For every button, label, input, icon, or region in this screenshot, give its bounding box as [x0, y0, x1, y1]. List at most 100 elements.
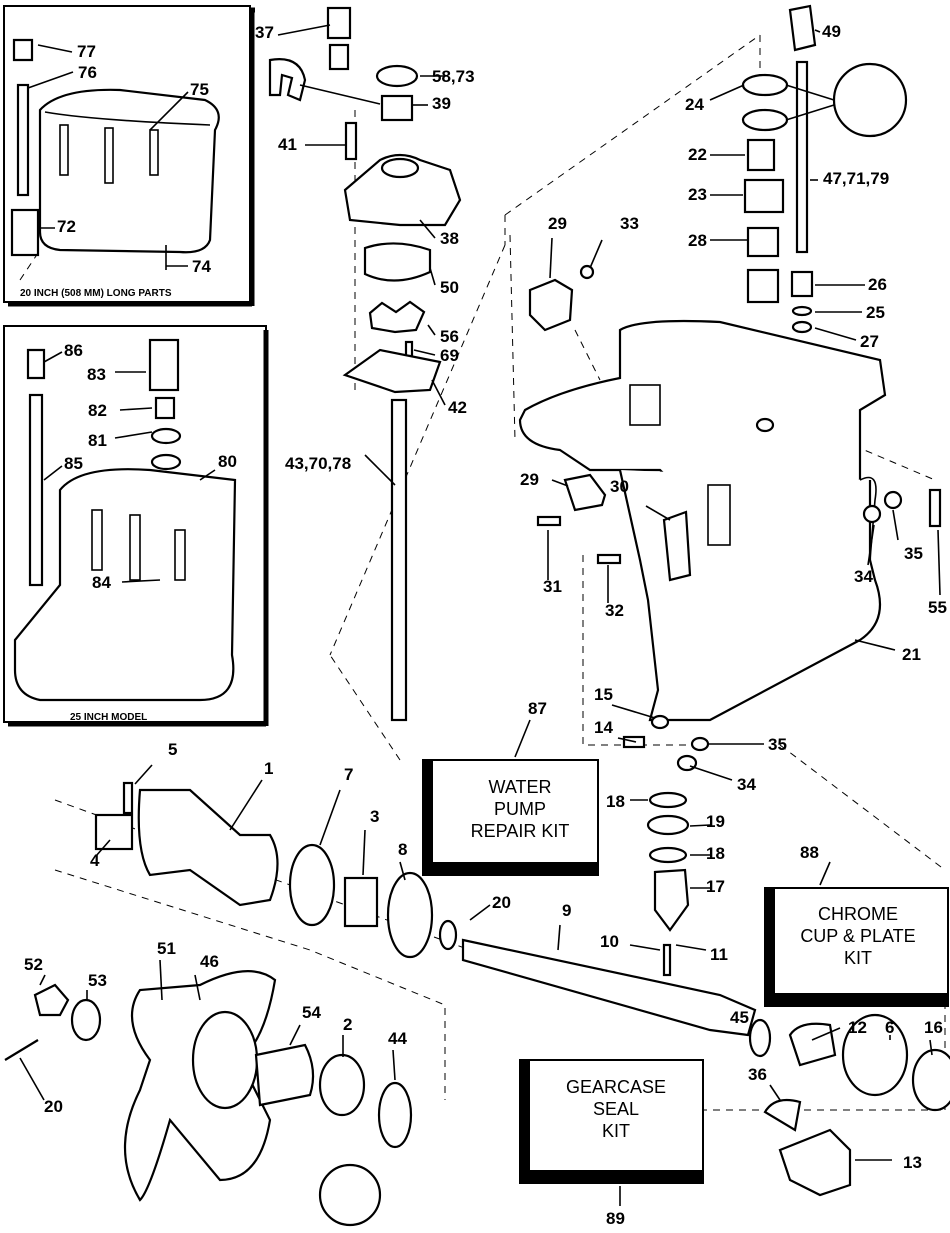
- callout-number: 18: [706, 844, 725, 863]
- bearing-4-icon: [94, 813, 134, 851]
- fitting-77-icon: [12, 38, 34, 62]
- callout-leader: [689, 824, 711, 827]
- callout-number: 7: [344, 765, 353, 784]
- callout-leader: [392, 1049, 396, 1081]
- callout-leader: [854, 639, 896, 651]
- callout-43-70-78: 43,70,78: [285, 454, 396, 486]
- pinion-17-icon: [653, 868, 690, 932]
- callout-number: 55: [928, 598, 947, 617]
- inset-top-caption: 20 INCH (508 MM) LONG PARTS: [20, 288, 172, 299]
- o-ring-58-icon: [375, 64, 419, 88]
- callout-6: 6: [885, 1018, 894, 1040]
- trim-tab-30-icon: [662, 510, 692, 582]
- callout-leader: [121, 579, 161, 583]
- callout-44: 44: [388, 1029, 407, 1081]
- callout-leader: [43, 351, 63, 363]
- callout-number: 69: [440, 346, 459, 365]
- callout-29: 29: [520, 470, 569, 489]
- callout-leader: [95, 839, 111, 857]
- callout-29: 29: [548, 214, 567, 279]
- exhaust-housing-80-icon: [13, 468, 237, 702]
- callout-83: 83: [87, 365, 146, 384]
- callout-46: 46: [194, 952, 219, 1001]
- kit-gearcase-seal-number: 89: [606, 1209, 625, 1228]
- callout-77: 77: [37, 42, 96, 61]
- kit-water-pump-line-1: WATER: [489, 777, 552, 797]
- bearing-16-icon: [911, 1048, 950, 1112]
- seal-39-icon: [380, 94, 414, 122]
- callout-number: 32: [605, 601, 624, 620]
- callout-53: 53: [86, 971, 107, 1000]
- callout-38: 38: [419, 219, 459, 248]
- fitting-86-icon: [26, 348, 46, 380]
- callout-number: 22: [688, 145, 707, 164]
- callout-leader: [867, 524, 875, 566]
- kit-gearcase-seal-line-1: GEARCASE: [566, 1077, 666, 1097]
- callout-number: 84: [92, 573, 111, 592]
- callout-leader: [364, 454, 396, 486]
- bearing-housing-1-icon: [137, 788, 279, 907]
- callout-18: 18: [690, 844, 725, 863]
- nut-45-icon: [33, 983, 70, 1017]
- kit-gearcase-seal[interactable]: GEARCASE SEAL KIT 89: [519, 1059, 704, 1228]
- callout-leader: [937, 529, 941, 596]
- callout-number: 43,70,78: [285, 454, 351, 473]
- callout-number: 34: [854, 567, 873, 586]
- callout-22: 22: [688, 145, 745, 164]
- kit-water-pump[interactable]: WATER PUMP REPAIR KIT 87: [422, 699, 599, 876]
- callout-number: 10: [600, 932, 619, 951]
- fitting-37-icon: [326, 6, 352, 40]
- callout-number: 20: [492, 893, 511, 912]
- callout-leader: [431, 379, 446, 406]
- callout-1: 1: [229, 759, 273, 831]
- callout-number: 6: [885, 1018, 894, 1037]
- callout-74: 74: [166, 257, 211, 276]
- callout-35: 35: [708, 735, 787, 754]
- callout-number: 29: [548, 214, 567, 233]
- kit-gearcase-seal-line-2: SEAL: [593, 1099, 639, 1119]
- callout-leader: [814, 29, 821, 33]
- propeller-shaft-9-icon: [461, 938, 757, 1037]
- impeller-56-icon: [368, 300, 426, 334]
- callout-34: 34: [854, 524, 875, 586]
- callout-number: 42: [448, 398, 467, 417]
- callout-leader: [611, 704, 656, 719]
- spacer-53-icon: [254, 1043, 315, 1107]
- callout-number: 53: [88, 971, 107, 990]
- callout-5: 5: [134, 740, 177, 785]
- callout-number: 41: [278, 135, 297, 154]
- callout-number: 2: [343, 1015, 352, 1034]
- callout-number: 46: [200, 952, 219, 971]
- kit-water-pump-number: 87: [528, 699, 547, 718]
- kit-chrome-cup[interactable]: CHROME CUP & PLATE KIT 88: [764, 843, 949, 1007]
- callout-leader: [413, 349, 436, 356]
- kit-chrome-cup-number: 88: [800, 843, 819, 862]
- callout-number: 82: [88, 401, 107, 420]
- callout-leader: [557, 924, 561, 951]
- callout-number: 44: [388, 1029, 407, 1048]
- callout-leader: [134, 764, 153, 785]
- callout-10: 10: [600, 932, 661, 951]
- callout-27: 27: [814, 327, 879, 351]
- callout-number: 54: [302, 1003, 321, 1022]
- callout-number: 56: [440, 327, 459, 346]
- callout-labels: 7776757274868382818085843758,73394138505…: [19, 22, 947, 1172]
- gearcase: [518, 319, 887, 722]
- propeller-shaft-parts: [4, 781, 950, 1227]
- gear-6-icon: [841, 1013, 909, 1097]
- kit-chrome-cup-line-1: CHROME: [818, 904, 898, 924]
- bushing-83-icon: [148, 338, 180, 392]
- pump-housing-38-icon: [343, 153, 462, 227]
- clutch-12-icon: [788, 1022, 837, 1067]
- callout-number: 8: [398, 840, 407, 859]
- callout-21: 21: [854, 639, 921, 664]
- callout-26: 26: [815, 275, 887, 294]
- callout-number: 19: [706, 812, 725, 831]
- callout-12: 12: [811, 1018, 867, 1041]
- callout-leader: [194, 974, 201, 1001]
- callout-leader: [27, 71, 74, 89]
- plate-42-icon: [342, 348, 442, 394]
- callout-32: 32: [605, 565, 624, 620]
- callout-number: 4: [90, 851, 100, 870]
- callout-number: 25: [866, 303, 885, 322]
